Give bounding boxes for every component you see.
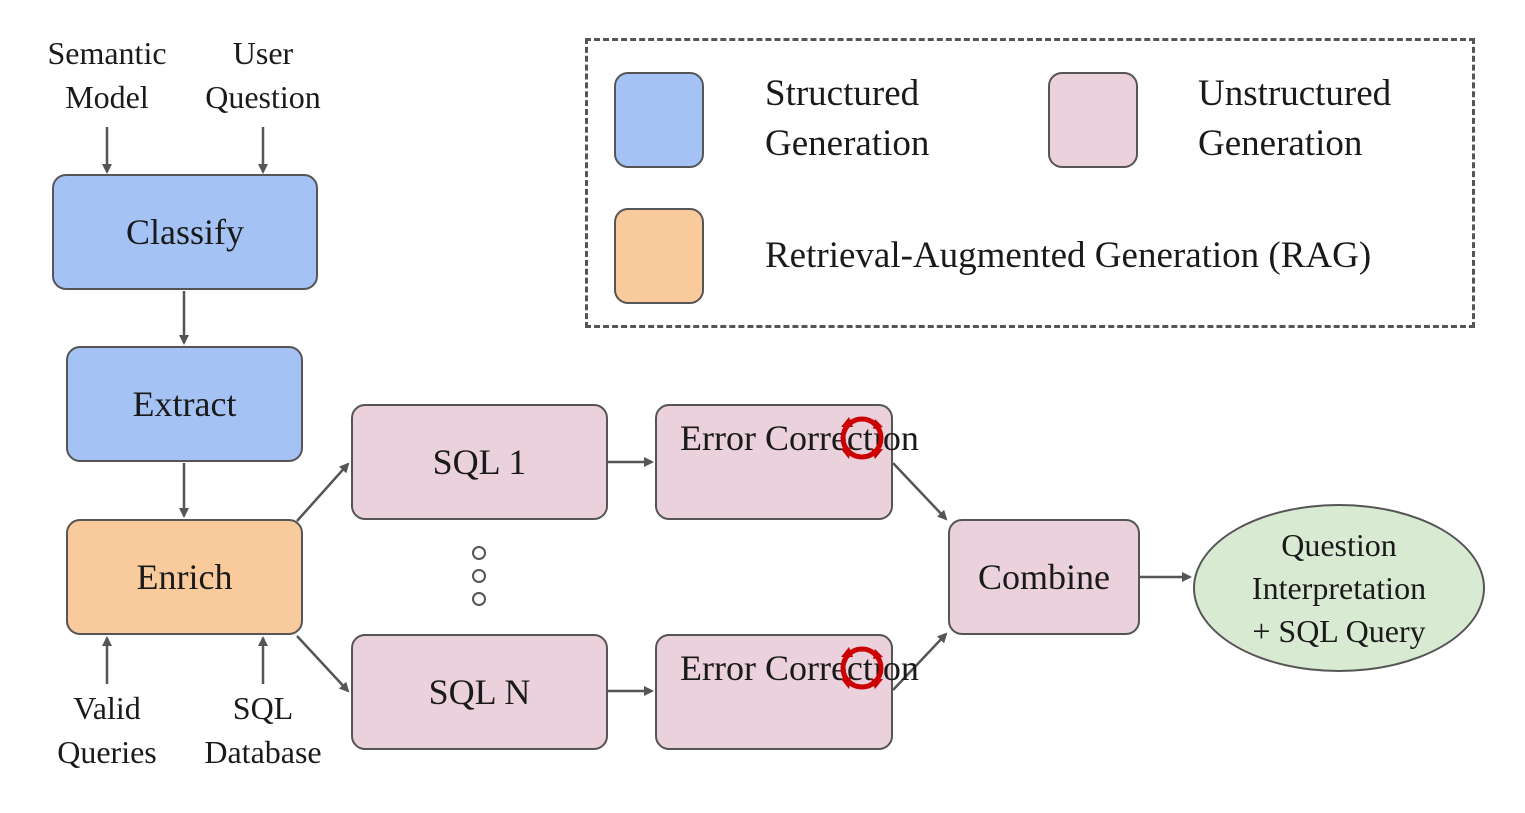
arrow-enrich-to-sql-n [296, 635, 350, 693]
refresh-cycle-icon [840, 646, 884, 690]
ellipsis-dot-2 [472, 569, 486, 583]
input-valid-queries: Valid Queries [57, 690, 157, 770]
enrich-step: Enrich [66, 519, 303, 635]
classify-step: Classify [52, 174, 318, 290]
combine-step: Combine [948, 519, 1140, 635]
legend-swatch-rag [614, 208, 704, 304]
ellipsis-dot-3 [472, 592, 486, 606]
legend-box [585, 38, 1475, 328]
ellipsis-dot-1 [472, 546, 486, 560]
arrow-error-correction-1-to-combine [892, 462, 948, 521]
legend-swatch-structured [614, 72, 704, 168]
sql-n-step: SQL N [351, 634, 608, 750]
input-user-question: User Question [205, 35, 321, 115]
legend-swatch-unstructured [1048, 72, 1138, 168]
legend-label-structured: Structured Generation [765, 73, 930, 164]
sql-1-step: SQL 1 [351, 404, 608, 520]
output-question-interpretation-sql-query: Question Interpretation + SQL Query [1193, 504, 1485, 672]
extract-step: Extract [66, 346, 303, 462]
refresh-cycle-icon [840, 416, 884, 460]
input-sql-database: SQL Database [204, 690, 322, 770]
legend-label-rag: Retrieval-Augmented Generation (RAG) [765, 235, 1372, 276]
arrow-error-correction-n-to-combine [892, 632, 948, 691]
arrow-enrich-to-sql-1 [296, 462, 350, 522]
error-correction-n-step [655, 634, 893, 750]
legend-label-unstructured: Unstructured Generation [1198, 73, 1392, 164]
input-semantic-model: Semantic Model [47, 35, 167, 115]
